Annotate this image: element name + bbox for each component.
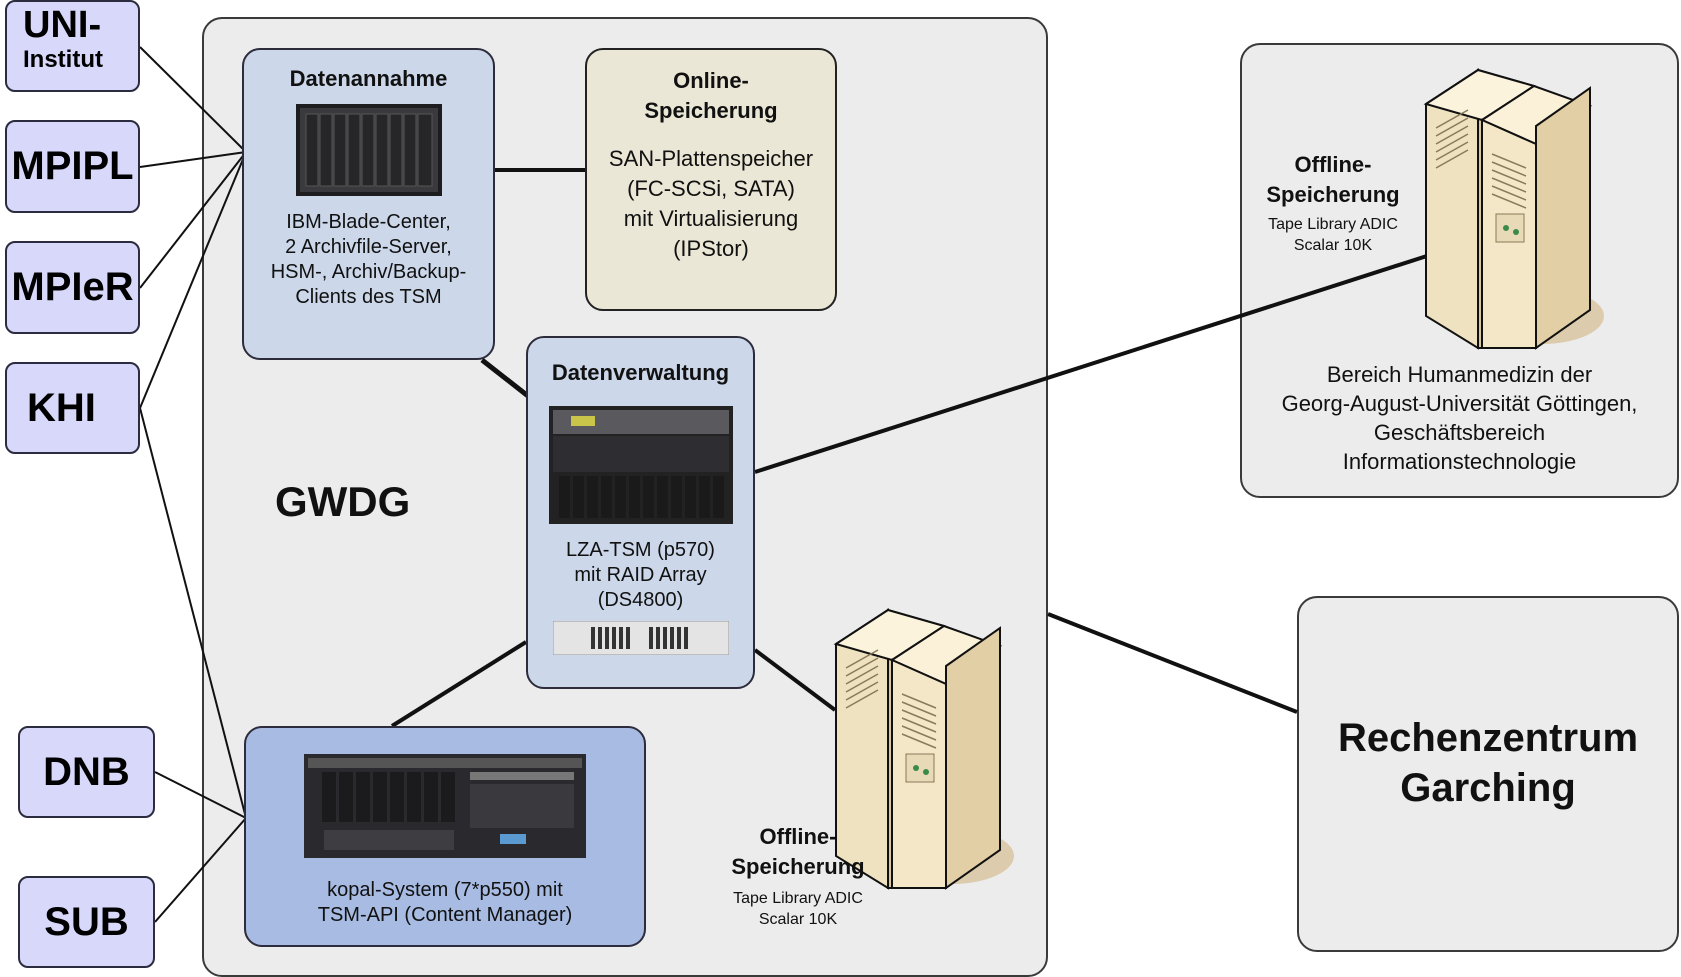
humanmedizin-offline-label: Offline- Speicherung Tape Library ADIC S… <box>1238 150 1428 256</box>
line-mpipl-datenannahme <box>139 151 247 168</box>
gwdg-offline-sub: Tape Library ADIC Scalar 10K <box>700 888 896 930</box>
datenannahme-line-3: HSM-, Archiv/Backup- <box>270 261 467 283</box>
kopal-description: kopal-System (7*p550) mit TSM-API (Conte… <box>246 878 644 928</box>
kopal-system-box: kopal-System (7*p550) mit TSM-API (Conte… <box>244 726 646 947</box>
datenannahme-line-1: IBM-Blade-Center, <box>286 211 451 233</box>
garching-line-2: Garching <box>1400 766 1576 810</box>
humanmedizin-offline-sub-line-1: Tape Library ADIC <box>1268 216 1398 233</box>
humanmedizin-offline-sub: Tape Library ADIC Scalar 10K <box>1238 214 1428 256</box>
datenverwaltung-line-2: mit RAID Array <box>574 564 707 586</box>
line-khi-datenannahme <box>139 151 247 409</box>
humanmedizin-line-2: Georg-August-Universität Göttingen, <box>1281 391 1638 416</box>
humanmedizin-offline-sub-line-2: Scalar 10K <box>1293 237 1373 254</box>
humanmedizin-offline-title: Offline- Speicherung <box>1238 150 1428 210</box>
server-tower-icon-humanmedizin <box>1423 68 1604 350</box>
online-title-line-2: Speicherung <box>644 98 778 123</box>
rack-server-icon-kopal <box>304 754 586 858</box>
online-title-line-1: Online- <box>673 68 749 93</box>
line-gwdg-garching <box>1047 612 1298 714</box>
gwdg-offline-label: Offline- Speicherung Tape Library ADIC S… <box>700 822 896 930</box>
humanmedizin-offline-title-line-2: Speicherung <box>1266 182 1400 207</box>
line-sub-kopal <box>154 817 247 923</box>
online-line-4: (IPStor) <box>673 236 749 261</box>
gwdg-offline-title-line-2: Speicherung <box>731 854 865 879</box>
rack-server-icon <box>548 406 733 524</box>
institution-mpipl: MPIPL <box>5 120 140 213</box>
gwdg-offline-title: Offline- Speicherung <box>700 822 896 882</box>
institution-uni-title: UNI- <box>23 4 102 46</box>
line-datenverwaltung-humanmedizin <box>754 253 1431 474</box>
datenverwaltung-title: Datenverwaltung <box>551 360 730 385</box>
gwdg-offline-title-line-1: Offline- <box>759 824 837 849</box>
online-line-2: (FC-SCSi, SATA) <box>627 176 795 201</box>
institution-uni-subtitle: Institut <box>23 46 103 73</box>
garching-label: Rechenzentrum Garching <box>1297 713 1679 813</box>
institution-mpier: MPIeR <box>5 241 140 334</box>
online-speicherung-box: Online- Speicherung SAN-Plattenspeicher … <box>585 48 837 311</box>
humanmedizin-line-1: Bereich Humanmedizin der <box>1326 362 1593 387</box>
datenverwaltung-box: Datenverwaltung LZA-TSM (p570) mit RAID … <box>526 336 755 689</box>
line-mpier-datenannahme <box>139 151 247 289</box>
humanmedizin-description: Bereich Humanmedizin der Georg-August-Un… <box>1240 360 1679 476</box>
institution-sub: SUB <box>18 876 155 968</box>
humanmedizin-line-4: Informationstechnologie <box>1342 449 1577 474</box>
datenverwaltung-description: LZA-TSM (p570) mit RAID Array (DS4800) <box>528 538 753 613</box>
datenverwaltung-line-1: LZA-TSM (p570) <box>566 539 715 561</box>
line-kopal-datenverwaltung <box>390 640 528 728</box>
online-line-3: mit Virtualisierung <box>623 206 799 231</box>
line-khi-kopal <box>139 407 247 819</box>
online-speicherung-title: Online- Speicherung <box>587 66 835 126</box>
online-speicherung-description: SAN-Plattenspeicher (FC-SCSi, SATA) mit … <box>587 144 835 264</box>
datenannahme-box: Datenannahme IBM-Blade-Center, 2 Archivf… <box>242 48 495 360</box>
datenannahme-line-4: Clients des TSM <box>295 286 442 308</box>
line-uni-datenannahme <box>139 46 247 153</box>
kopal-line-2: TSM-API (Content Manager) <box>317 904 573 926</box>
line-datenannahme-datenverwaltung <box>480 358 530 398</box>
datenannahme-title: Datenannahme <box>289 66 448 91</box>
blade-center-icon <box>295 104 442 196</box>
datenverwaltung-line-3: (DS4800) <box>597 589 684 611</box>
server-tower-icon-gwdg <box>833 608 1014 890</box>
humanmedizin-line-3: Geschäftsbereich <box>1373 420 1546 445</box>
gwdg-label: GWDG <box>275 478 411 525</box>
garching-region <box>1297 596 1679 952</box>
garching-line-1: Rechenzentrum <box>1337 716 1639 760</box>
humanmedizin-offline-title-line-1: Offline- <box>1294 152 1372 177</box>
institution-dnb: DNB <box>18 726 155 818</box>
datenannahme-line-2: 2 Archivfile-Server, <box>285 236 452 258</box>
online-line-1: SAN-Plattenspeicher <box>608 146 814 171</box>
gwdg-offline-sub-line-1: Tape Library ADIC <box>733 890 863 907</box>
line-datenverwaltung-offline <box>753 648 837 712</box>
disk-array-icon <box>552 621 729 655</box>
line-dnb-kopal <box>154 771 247 819</box>
datenannahme-description: IBM-Blade-Center, 2 Archivfile-Server, H… <box>244 210 493 310</box>
kopal-line-1: kopal-System (7*p550) mit <box>327 879 563 901</box>
institution-khi: KHI <box>5 362 140 454</box>
institution-uni: UNI- Institut <box>5 0 140 92</box>
gwdg-offline-sub-line-2: Scalar 10K <box>758 911 838 928</box>
